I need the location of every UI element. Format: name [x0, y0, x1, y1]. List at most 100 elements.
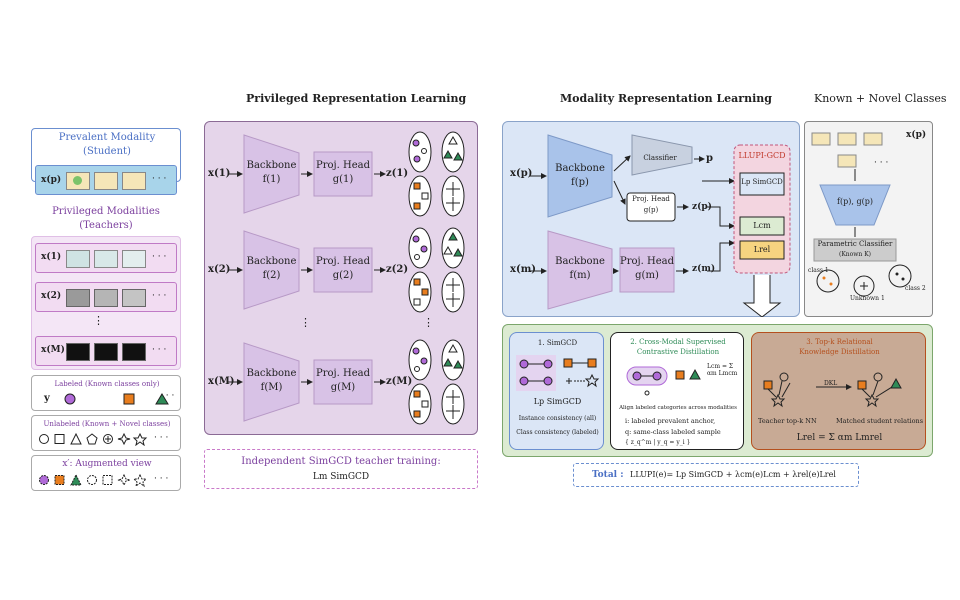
z-m-label: z(m) — [692, 264, 716, 274]
rel-student: Matched student relations — [836, 417, 924, 425]
modality-proj-head-label: Proj. Head — [620, 256, 674, 267]
unlabeled-ellipsis: · · · — [154, 433, 169, 443]
student-backbone-f: f(p) — [571, 177, 589, 188]
prevalent-ellipsis: · · · — [152, 174, 167, 184]
kn-classifier-label: Parametric Classifier — [817, 240, 893, 248]
simgcd-line1: Instance consistency (all) — [518, 415, 597, 422]
priv-row-1-input: x(1) — [208, 168, 231, 179]
modality-xp: x(p) — [510, 168, 533, 179]
priv-image — [122, 343, 146, 361]
small-proj-head-shape — [626, 192, 676, 222]
teacher-training-box: Independent SimGCD teacher training: Lm … — [204, 449, 478, 489]
rel-title1: 3. Top-k Relational — [806, 338, 873, 346]
augmented-title: x′: Augmented view — [62, 459, 152, 469]
priv-vdots-2: ⋮ — [423, 316, 434, 329]
privileged-strip-m: x(M) · · · — [35, 336, 177, 366]
modality-xm: x(m) — [510, 264, 537, 275]
cluster-ovals-1 — [408, 131, 465, 217]
labeled-legend-box: Labeled (Known classes only) y — [31, 375, 181, 411]
rel-equation: Lrel = Σ αm Lmrel — [796, 433, 883, 443]
priv-row-m-head-g: g(M) — [330, 382, 356, 393]
cm-illustration — [626, 366, 701, 396]
privileged-strip-2: x(2) · · · — [35, 282, 177, 312]
p-i-label: p — [706, 153, 713, 164]
cm-same: q: same-class labeled sample — [625, 428, 721, 436]
backbone-shape-2 — [243, 230, 300, 310]
privileged-flow — [228, 131, 465, 425]
priv-image — [66, 289, 90, 307]
privileged-title: Privileged Modalities — [52, 206, 160, 217]
proj-head-shape-1 — [313, 151, 373, 197]
kn-ellipsis: · · · — [874, 158, 889, 168]
prevalent-image-2 — [94, 172, 118, 190]
total-label: Total : — [592, 470, 624, 480]
loss-rel-shape — [739, 240, 785, 260]
augmented-legend-box: x′: Augmented view · · · — [31, 455, 181, 491]
simgcd-loss: Lp SimGCD — [533, 397, 582, 406]
classifier-label: Classifier — [643, 154, 677, 162]
priv-row-2-z: z(2) — [386, 264, 409, 275]
priv-image — [94, 343, 118, 361]
cm-set: { z_q^m | y_q = y_i } — [625, 439, 691, 446]
priv-image — [94, 289, 118, 307]
loss-simgcd-label: Lp SimGCD — [741, 178, 783, 186]
kn-class2: class 2 — [905, 285, 926, 292]
modality-proj-head-shape — [619, 247, 675, 293]
ellipsis: · · · — [152, 345, 167, 355]
priv-row-2-input: x(2) — [208, 264, 231, 275]
augmented-ellipsis: · · · — [154, 474, 169, 484]
privileged-header: Privileged Representation Learning — [246, 92, 467, 105]
modality-flow — [530, 134, 791, 317]
kn-classifier-shape — [813, 238, 897, 262]
cluster-ovals-m — [408, 339, 465, 425]
simgcd-line2: Class consistency (labeled) — [516, 429, 599, 436]
simgcd-illustration — [516, 355, 600, 391]
kn-encoder-label: f(p), g(p) — [837, 197, 873, 206]
unlabeled-shapes — [39, 432, 148, 446]
cm-align: Align labeled categories across modaliti… — [619, 405, 737, 411]
modality-backbone-shape — [547, 230, 613, 310]
loss-simgcd-shape — [739, 172, 785, 196]
cluster-ovals-2 — [408, 227, 465, 313]
loss-cm-shape — [739, 216, 785, 236]
prevalent-image-3 — [122, 172, 146, 190]
priv-vdots: ⋮ — [93, 314, 104, 327]
privileged-subtitle: (Teachers) — [79, 220, 133, 231]
modality-proj-g-label: g(m) — [635, 270, 659, 281]
relational-card: 3. Top-k Relational Knowledge Distillati… — [751, 332, 926, 450]
cross-modal-card: 2. Cross-Modal Supervised Contrastive Di… — [610, 332, 744, 450]
modality-backbone-f: f(m) — [569, 270, 591, 281]
priv-image — [66, 250, 90, 268]
priv-row-m-z: z(M) — [386, 376, 413, 387]
simgcd-title: 1. SimGCD — [537, 339, 578, 347]
z-p-label: z(p) — [692, 202, 712, 212]
cm-equation: Lcm = Σ αm Lmcm — [707, 363, 738, 377]
rel-title2: Knowledge Distillation — [799, 348, 880, 356]
priv-row-1-backbone-f: f(1) — [262, 174, 281, 185]
priv-row-2-head-g: g(2) — [332, 270, 354, 281]
priv-image — [94, 250, 118, 268]
student-backbone-label: Backbone — [555, 163, 605, 174]
cm-anchor: i: labeled prevalent anchor, — [625, 417, 716, 425]
kn-unknown1: Unknown 1 — [850, 295, 885, 302]
prevalent-strip: x(p) · · · — [35, 165, 177, 195]
prevalent-image-1 — [66, 172, 90, 190]
priv-row-m-backbone: Backbone — [246, 368, 297, 379]
loss-title: LLUPI-GCD — [738, 151, 786, 160]
rel-illustration — [763, 372, 902, 408]
priv-x2-label: x(2) — [41, 291, 62, 301]
prevalent-title: Prevalent Modality — [58, 132, 156, 143]
priv-row-1-head-g: g(1) — [332, 174, 354, 185]
cm-title1: 2. Cross-Modal Supervised — [630, 338, 726, 346]
small-proj-g-label: g(p) — [643, 206, 659, 214]
total-equation: LLUPI(e)= Lp SimGCD + λcm(e)Lcm + λrel(e… — [630, 470, 836, 479]
priv-vdots-1: ⋮ — [300, 316, 311, 329]
cm-title2: Contrastive Distillation — [636, 348, 720, 356]
ellipsis: · · · — [152, 252, 167, 262]
priv-row-2-head: Proj. Head — [316, 256, 370, 267]
priv-row-m-input: x(M) — [208, 376, 235, 387]
privileged-strip-1: x(1) · · · — [35, 243, 177, 273]
loss-rel-label: Lrel — [753, 245, 771, 254]
rel-kl: DKL — [824, 380, 838, 387]
total-loss-box: Total : LLUPI(e)= Lp SimGCD + λcm(e)Lcm … — [573, 463, 859, 487]
